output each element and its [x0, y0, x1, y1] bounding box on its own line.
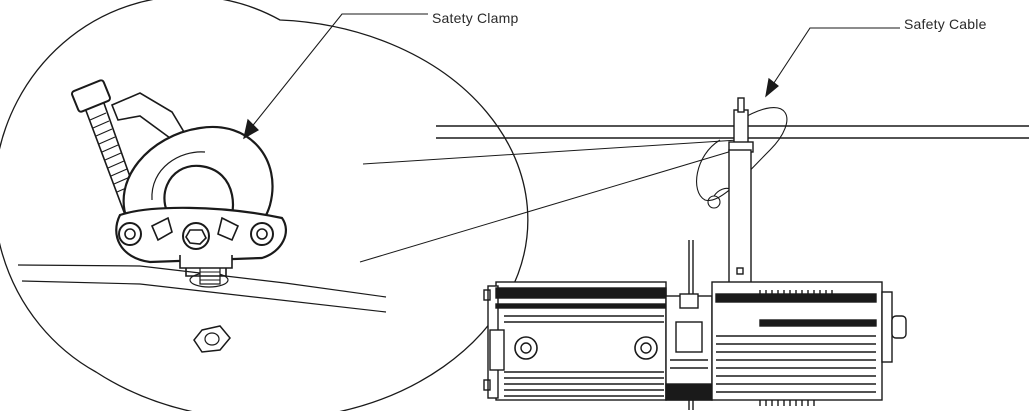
- hex-nut: [193, 325, 231, 353]
- clamp-base: [115, 206, 288, 264]
- detail-circle: [0, 0, 529, 411]
- safety-clamp: [71, 79, 288, 277]
- clamp-center-bolt: [182, 222, 210, 250]
- detail-magnifier: [0, 0, 529, 411]
- arrow-clamp-icon: [243, 118, 259, 140]
- safety-clamp-label: Satety Clamp: [432, 10, 519, 26]
- fixture-body: [483, 240, 907, 410]
- pipe-clamp: [728, 97, 754, 153]
- clamp-hole-left: [118, 222, 142, 246]
- arrow-cable-icon: [765, 77, 779, 98]
- clamp-lever: [110, 92, 186, 139]
- safety-cable-label: Safety Cable: [904, 16, 987, 32]
- band-top: [495, 287, 667, 299]
- clamp-hole-right: [250, 222, 274, 246]
- leader-clamp: [245, 13, 428, 135]
- leader-cable: [767, 27, 900, 93]
- zoom-lines: [359, 139, 743, 263]
- pipe: [436, 125, 1029, 139]
- plate-edge-lower: [21, 280, 387, 313]
